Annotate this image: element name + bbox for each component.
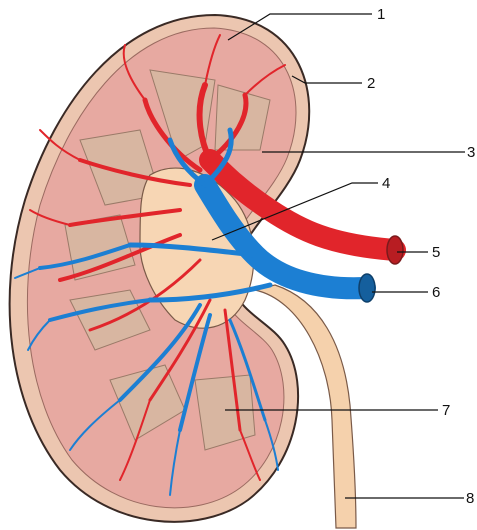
callout-5: 5 xyxy=(432,244,440,261)
callout-8: 8 xyxy=(466,490,474,507)
artery-opening xyxy=(387,236,403,264)
callout-7: 7 xyxy=(442,402,450,419)
callout-2: 2 xyxy=(367,75,375,92)
callout-6: 6 xyxy=(432,284,440,301)
vein-opening xyxy=(359,274,375,302)
callout-3: 3 xyxy=(467,144,475,161)
callout-1: 1 xyxy=(377,6,385,23)
callout-4: 4 xyxy=(382,175,390,192)
